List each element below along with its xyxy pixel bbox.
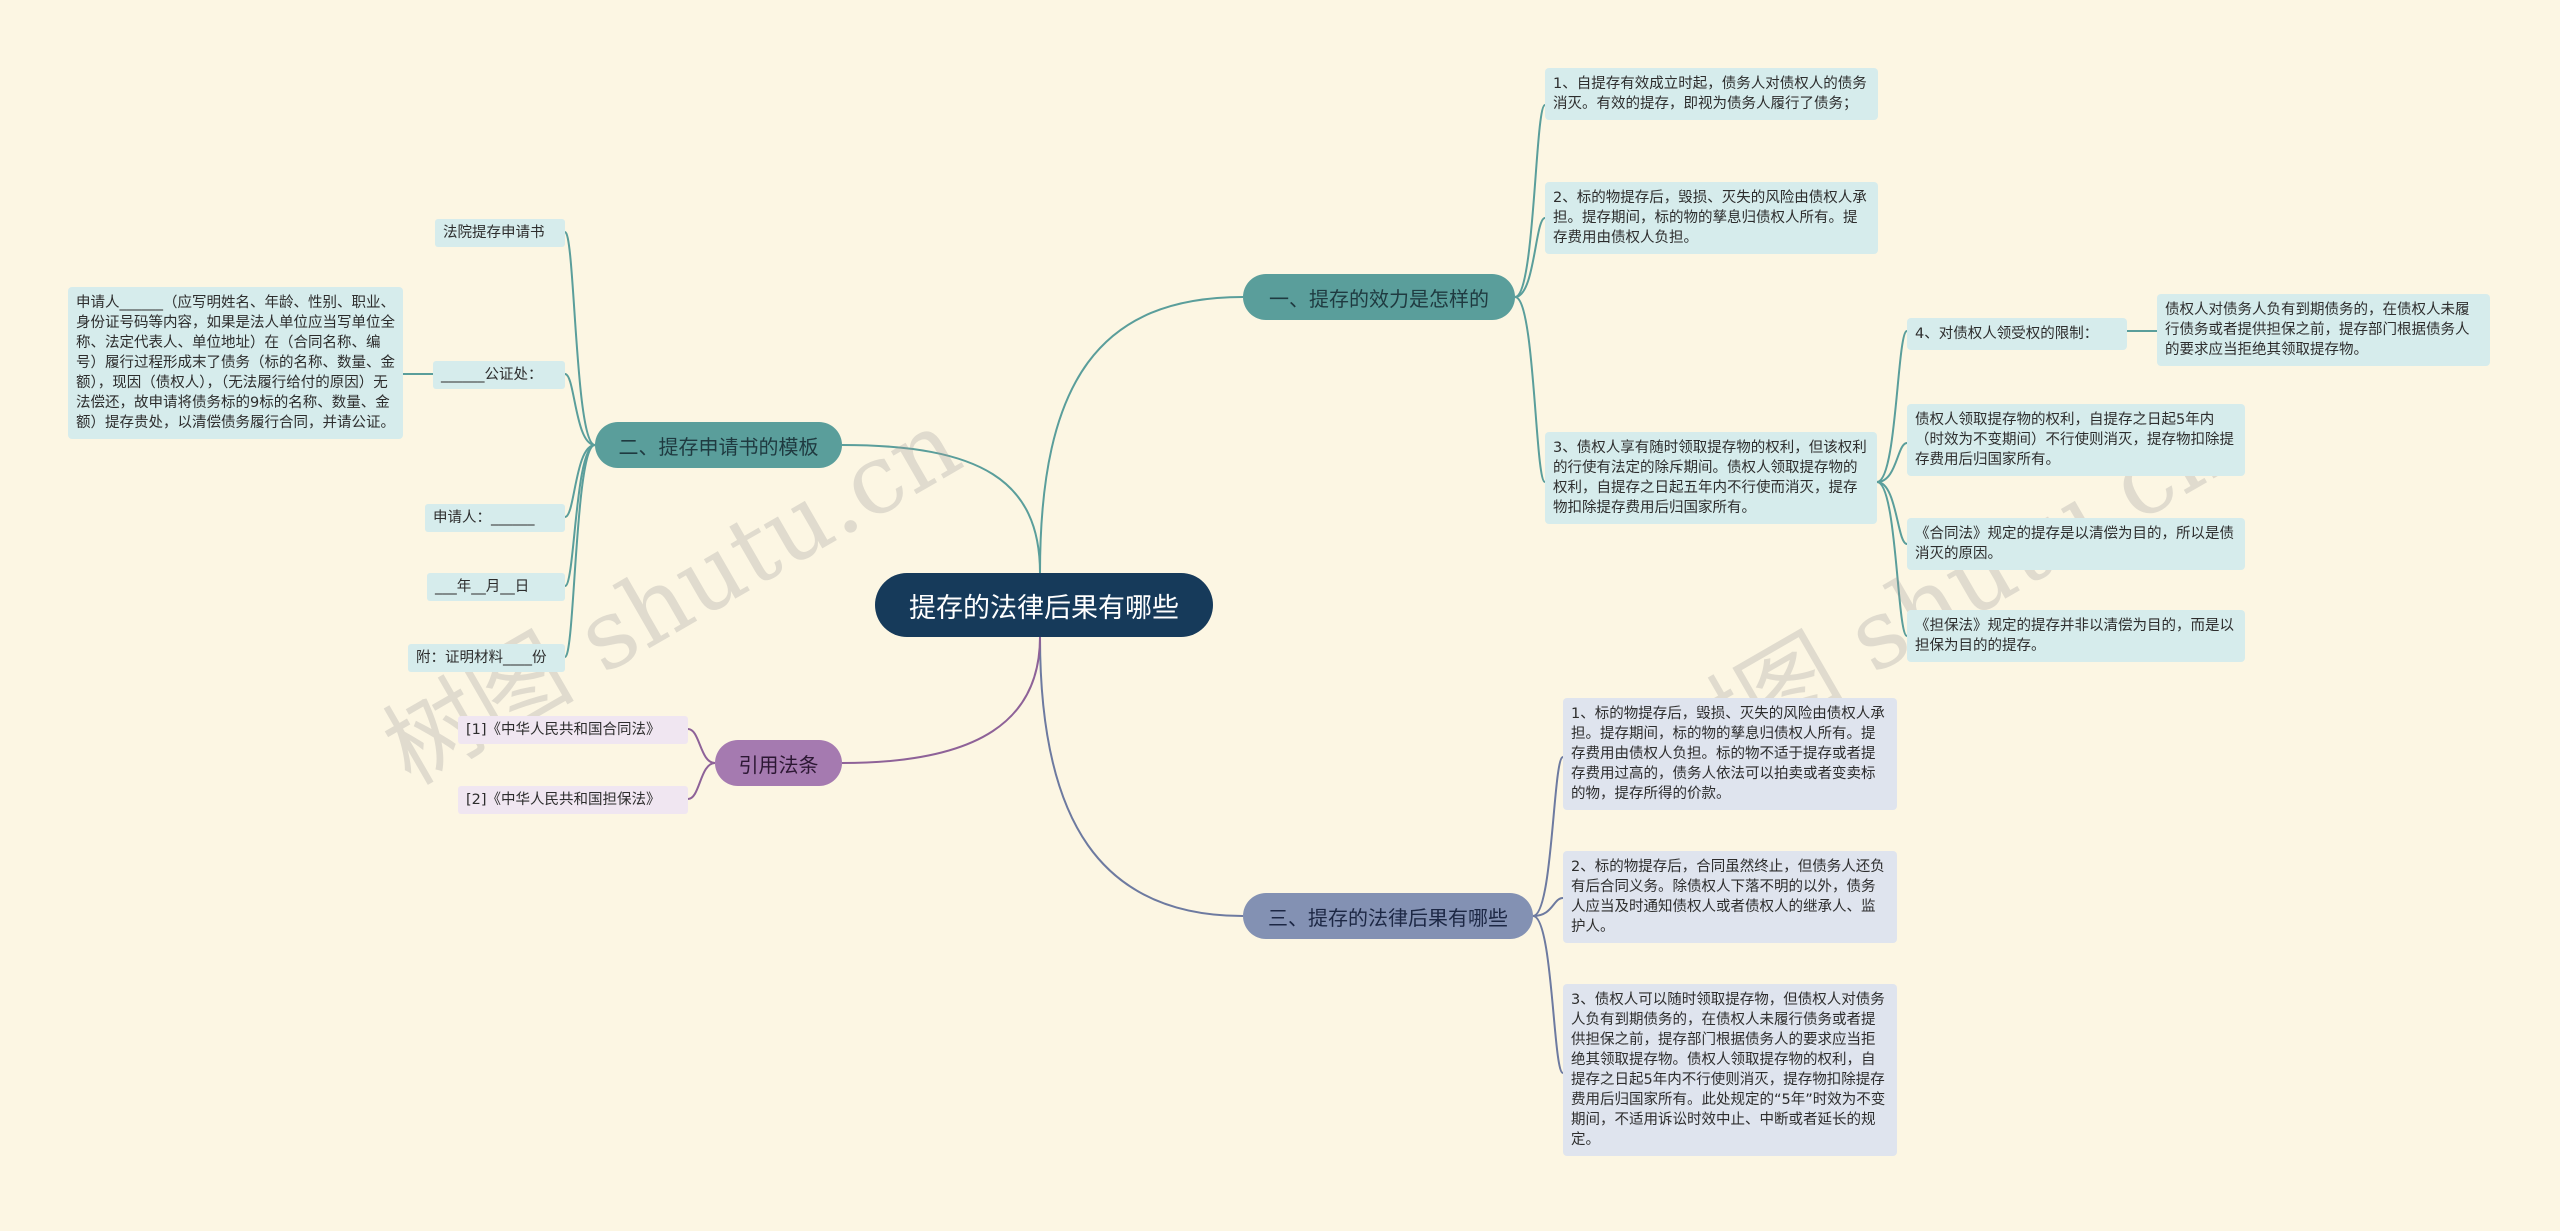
root-node[interactable]: 提存的法律后果有哪些 bbox=[875, 573, 1213, 637]
branch-citations[interactable]: 引用法条 bbox=[715, 740, 842, 786]
link-i3-s4 bbox=[1876, 481, 1908, 637]
link-b3-r2 bbox=[1532, 897, 1564, 917]
link-b1-i2 bbox=[1514, 217, 1546, 298]
template-attachment[interactable]: 附：证明材料____份 bbox=[408, 644, 565, 672]
effect-item-2[interactable]: 2、标的物提存后，毁损、灭失的风险由债权人承担。提存期间，标的物的孳息归债权人所… bbox=[1545, 182, 1878, 254]
consequence-item-1[interactable]: 1、标的物提存后，毁损、灭失的风险由债权人承担。提存期间，标的物的孳息归债权人所… bbox=[1563, 698, 1897, 810]
template-date[interactable]: ___年__月__日 bbox=[427, 573, 565, 601]
link-i3-s3 bbox=[1876, 481, 1908, 545]
effect-item-3[interactable]: 3、债权人享有随时领取提存物的权利，但该权利的行使有法定的除斥期间。债权人领取提… bbox=[1545, 432, 1877, 524]
template-notary[interactable]: ______公证处： bbox=[433, 361, 565, 389]
link-b2-t1 bbox=[564, 231, 596, 446]
effect-sub-guarantee-law[interactable]: 《担保法》规定的提存并非以清偿为目的，而是以担保为目的的提存。 bbox=[1907, 610, 2245, 662]
link-i3-s2 bbox=[1876, 442, 1908, 483]
effect-sub-period[interactable]: 债权人领取提存物的权利，自提存之日起5年内（时效为不变期间）不行使则消灭，提存物… bbox=[1907, 404, 2245, 476]
branch-effect[interactable]: 一、提存的效力是怎样的 bbox=[1243, 274, 1515, 320]
branch-consequences[interactable]: 三、提存的法律后果有哪些 bbox=[1243, 893, 1533, 939]
branch-template[interactable]: 二、提存申请书的模板 bbox=[595, 422, 842, 468]
effect-item-1[interactable]: 1、自提存有效成立时起，债务人对债权人的债务消灭。有效的提存，即视为债务人履行了… bbox=[1545, 68, 1878, 120]
effect-sub-restriction-detail[interactable]: 债权人对债务人负有到期债务的，在债权人未履行债务或者提供担保之前，提存部门根据债… bbox=[2157, 294, 2490, 366]
link-b1-i3 bbox=[1514, 296, 1546, 483]
link-root-b1 bbox=[1039, 296, 1244, 574]
link-b2-t2 bbox=[564, 373, 596, 446]
effect-sub-restriction[interactable]: 4、对债权人领受权的限制： bbox=[1907, 318, 2127, 350]
link-b3-r3 bbox=[1532, 915, 1564, 1074]
link-root-b4 bbox=[841, 636, 1041, 764]
consequence-item-2[interactable]: 2、标的物提存后，合同虽然终止，但债务人还负有后合同义务。除债权人下落不明的以外… bbox=[1563, 851, 1897, 943]
link-b3-r1 bbox=[1532, 756, 1564, 917]
citation-guarantee-law[interactable]: [2]《中华人民共和国担保法》 bbox=[458, 786, 688, 814]
link-root-b3 bbox=[1039, 636, 1244, 917]
template-applicant[interactable]: 申请人：______ bbox=[425, 504, 565, 532]
effect-sub-contract-law[interactable]: 《合同法》规定的提存是以清偿为目的，所以是债消灭的原因。 bbox=[1907, 518, 2245, 570]
consequence-item-3[interactable]: 3、债权人可以随时领取提存物，但债权人对债务人负有到期债务的，在债权人未履行债务… bbox=[1563, 984, 1897, 1156]
link-b1-i1 bbox=[1514, 104, 1546, 298]
link-i3-s1 bbox=[1876, 330, 1908, 483]
link-b4-c2 bbox=[687, 762, 716, 800]
citation-contract-law[interactable]: [1]《中华人民共和国合同法》 bbox=[458, 716, 688, 744]
link-b2-t5 bbox=[564, 444, 596, 658]
link-root-b2 bbox=[841, 444, 1041, 574]
link-b2-t3 bbox=[564, 444, 596, 518]
template-title[interactable]: 法院提存申请书 bbox=[435, 219, 565, 247]
link-b4-c1 bbox=[687, 728, 716, 764]
template-notary-detail[interactable]: 申请人______（应写明姓名、年龄、性别、职业、身份证号码等内容，如果是法人单… bbox=[68, 287, 403, 439]
